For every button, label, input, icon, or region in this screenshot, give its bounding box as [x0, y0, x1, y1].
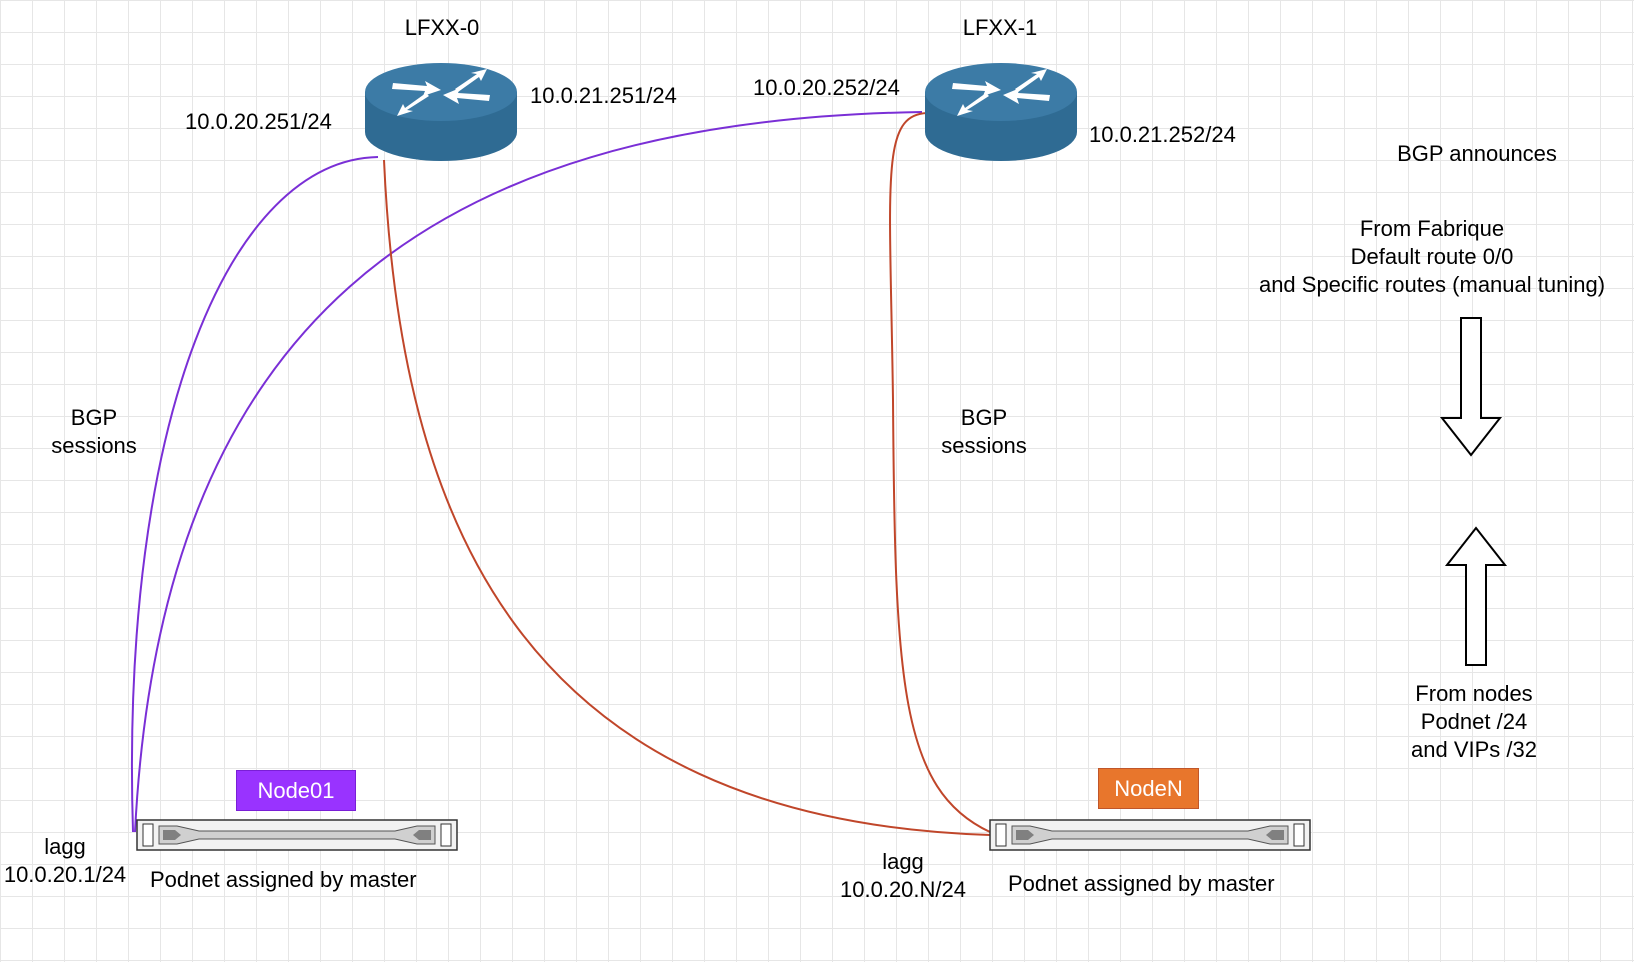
router-lfxx-1-left-ip: 10.0.20.252/24: [753, 75, 900, 100]
arrow-up-icon: [1444, 526, 1508, 666]
router-lfxx-0-left-ip: 10.0.20.251/24: [185, 109, 332, 134]
node01-caption: Podnet assigned by master: [150, 867, 417, 892]
bgp-link-node01-lfxx1: [134, 111, 923, 833]
bgp-link-node01-lfxx0: [131, 156, 379, 833]
bgp-sessions-label: BGP sessions: [941, 405, 1027, 458]
bgp-sessions-label: BGP sessions: [51, 405, 137, 458]
router-name-lfxx-0: LFXX-0: [404, 15, 480, 40]
noden-interface: lagg 10.0.20.N/24: [840, 849, 966, 902]
router-name-lfxx-1: LFXX-1: [962, 15, 1038, 40]
router-lfxx-1-right-ip: 10.0.21.252/24: [1089, 122, 1236, 147]
announce-from-fabric: From Fabrique Default route 0/0 and Spec…: [1258, 216, 1606, 297]
rack-server-icon: [136, 819, 458, 851]
link-lfxx0-noden: [383, 159, 991, 836]
noden-caption: Podnet assigned by master: [1008, 871, 1275, 896]
link-lfxx1-noden: [889, 112, 991, 833]
router-lfxx-0-right-ip: 10.0.21.251/24: [530, 83, 677, 108]
arrow-down-icon: [1439, 317, 1503, 457]
node01-interface: lagg 10.0.20.1/24: [3, 834, 127, 887]
rack-server-icon: [989, 819, 1311, 851]
announce-from-nodes: From nodes Podnet /24 and VIPs /32: [1411, 681, 1537, 762]
bgp-announces-title: BGP announces: [1397, 141, 1557, 166]
node-badge-noden: NodeN: [1098, 768, 1199, 809]
node-badge-node01: Node01: [236, 770, 356, 811]
router-icon: [365, 63, 517, 161]
router-icon: [925, 63, 1077, 161]
